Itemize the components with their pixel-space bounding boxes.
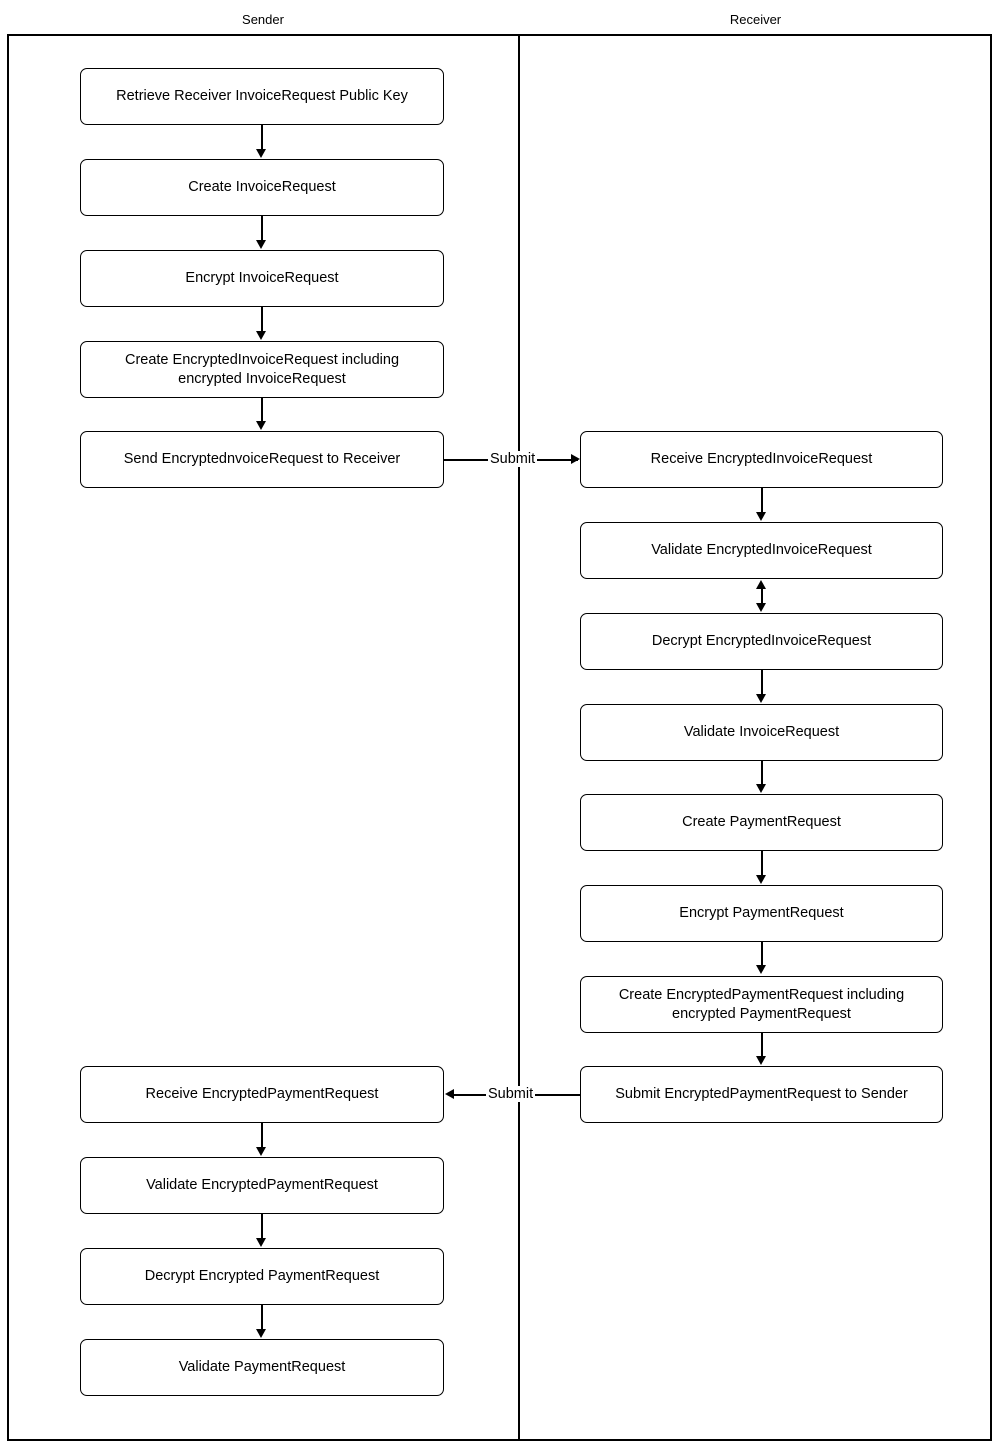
edge-n14-n15-line — [261, 1123, 263, 1149]
node-validate-paymentrequest[interactable]: Validate PaymentRequest — [80, 1339, 444, 1396]
node-submit-encryptedpaymentrequest[interactable]: Submit EncryptedPaymentRequest to Sender — [580, 1066, 943, 1123]
edge-n6-n7-arrowhead — [756, 512, 766, 521]
node-create-encryptedpaymentrequest[interactable]: Create EncryptedPaymentRequest including… — [580, 976, 943, 1033]
node-create-paymentrequest[interactable]: Create PaymentRequest — [580, 794, 943, 851]
node-receive-encryptedinvoicerequest[interactable]: Receive EncryptedInvoiceRequest — [580, 431, 943, 488]
edge-label-submit-invoice: Submit — [488, 451, 538, 467]
edge-n7-n8-arrowhead-up — [756, 580, 766, 589]
edge-n11-n12-line — [761, 942, 763, 967]
edge-n4-n5-line — [261, 398, 263, 423]
edge-n3-n4-arrowhead — [256, 331, 266, 340]
edge-n10-n11-arrowhead — [756, 875, 766, 884]
node-validate-encryptedpaymentrequest[interactable]: Validate EncryptedPaymentRequest — [80, 1157, 444, 1214]
edge-n16-n17-line — [261, 1305, 263, 1331]
edge-n5-n6-arrowhead — [571, 454, 580, 464]
lane-header-receiver: Receiver — [519, 5, 992, 36]
lane-header-sender: Sender — [7, 5, 519, 36]
edge-n9-n10-line — [761, 761, 763, 786]
node-validate-encryptedinvoicerequest[interactable]: Validate EncryptedInvoiceRequest — [580, 522, 943, 579]
node-decrypt-encrypted-paymentrequest[interactable]: Decrypt Encrypted PaymentRequest — [80, 1248, 444, 1305]
node-validate-invoicerequest[interactable]: Validate InvoiceRequest — [580, 704, 943, 761]
node-retrieve-receiver-public-key[interactable]: Retrieve Receiver InvoiceRequest Public … — [80, 68, 444, 125]
edge-label-submit-payment: Submit — [486, 1086, 536, 1102]
edge-n9-n10-arrowhead — [756, 784, 766, 793]
edge-n10-n11-line — [761, 851, 763, 877]
edge-n2-n3-line — [261, 216, 263, 242]
lane-header-sender-label: Sender — [242, 12, 284, 27]
node-decrypt-encryptedinvoicerequest[interactable]: Decrypt EncryptedInvoiceRequest — [580, 613, 943, 670]
edge-n7-n8-arrowhead-down — [756, 603, 766, 612]
node-create-invoicerequest[interactable]: Create InvoiceRequest — [80, 159, 444, 216]
edge-n12-n13-arrowhead — [756, 1056, 766, 1065]
edge-n12-n13-line — [761, 1033, 763, 1058]
edge-n16-n17-arrowhead — [256, 1329, 266, 1338]
lane-header-receiver-label: Receiver — [729, 12, 782, 27]
node-create-encryptedinvoicerequest[interactable]: Create EncryptedInvoiceRequest including… — [80, 341, 444, 398]
edge-n4-n5-arrowhead — [256, 421, 266, 430]
node-receive-encryptedpaymentrequest[interactable]: Receive EncryptedPaymentRequest — [80, 1066, 444, 1123]
node-encrypt-paymentrequest[interactable]: Encrypt PaymentRequest — [580, 885, 943, 942]
edge-n11-n12-arrowhead — [756, 965, 766, 974]
edge-n7-n8-line — [761, 584, 763, 606]
edge-n8-n9-line — [761, 670, 763, 696]
edge-n8-n9-arrowhead — [756, 694, 766, 703]
node-encrypt-invoicerequest[interactable]: Encrypt InvoiceRequest — [80, 250, 444, 307]
edge-n15-n16-arrowhead — [256, 1238, 266, 1247]
lane-divider — [518, 5, 520, 1441]
node-send-encryptedinvoicerequest[interactable]: Send EncryptednvoiceRequest to Receiver — [80, 431, 444, 488]
edge-n14-n15-arrowhead — [256, 1147, 266, 1156]
edge-n1-n2-line — [261, 125, 263, 151]
edge-n3-n4-line — [261, 307, 263, 333]
edge-n6-n7-line — [761, 488, 763, 514]
edge-n15-n16-line — [261, 1214, 263, 1240]
edge-n2-n3-arrowhead — [256, 240, 266, 249]
edge-n1-n2-arrowhead — [256, 149, 266, 158]
edge-n13-n14-arrowhead — [445, 1089, 454, 1099]
